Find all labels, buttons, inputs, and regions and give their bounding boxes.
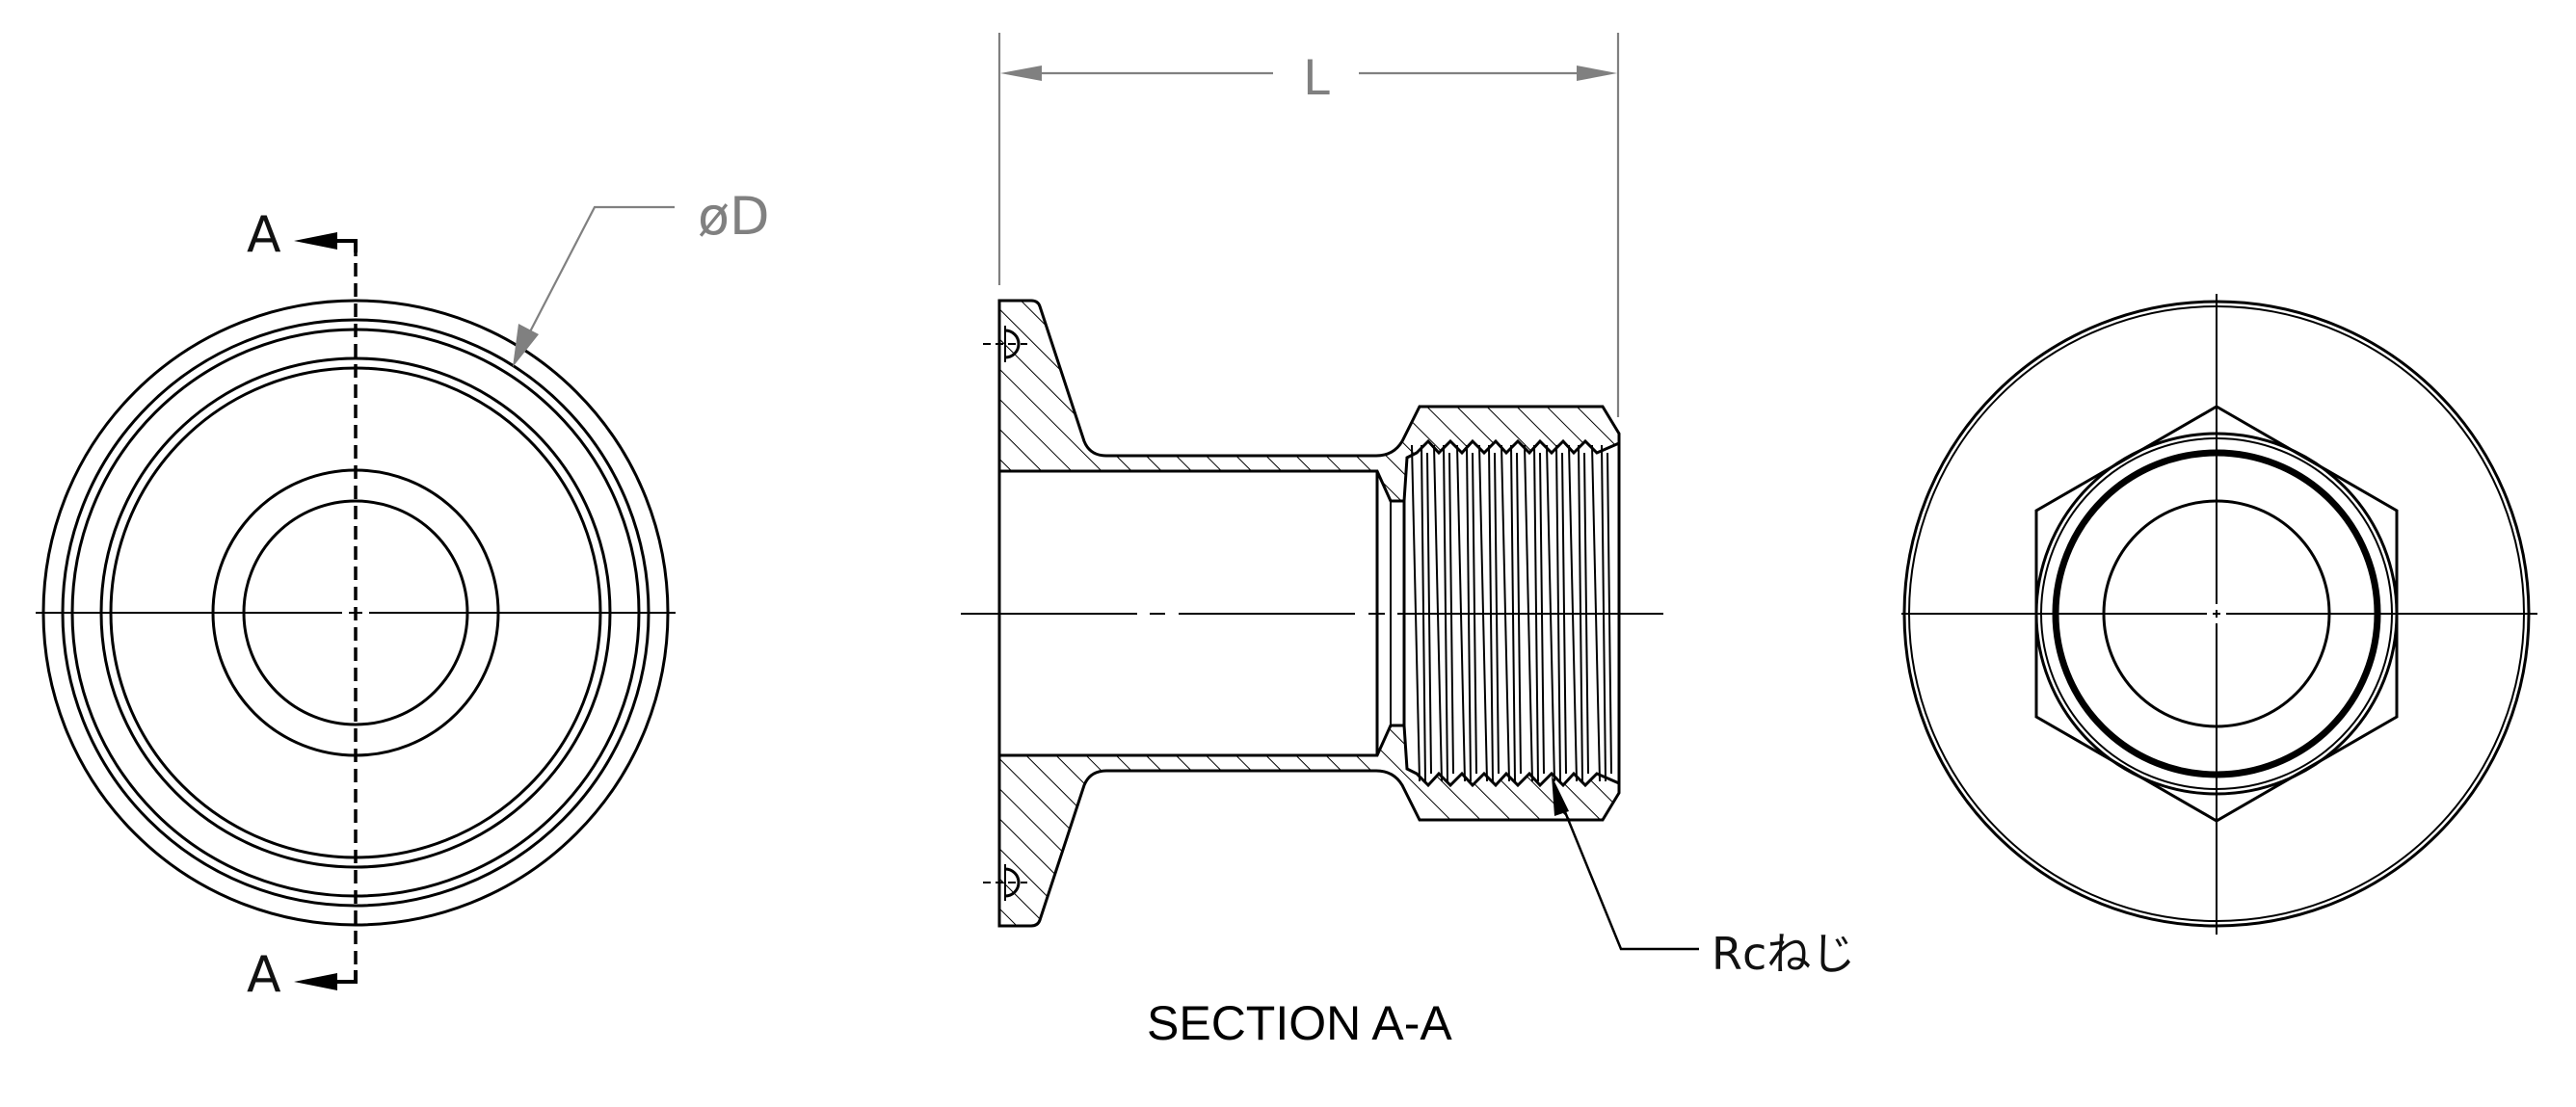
thread-callout-label: Rcねじ — [1712, 928, 1855, 980]
diameter-arrow-icon — [513, 324, 539, 367]
section-title: SECTION A-A — [1147, 996, 1452, 1050]
section-arrow-bottom-icon — [294, 973, 337, 990]
end-center-lines — [1901, 294, 2537, 935]
dimension-arrow-left-icon — [1000, 66, 1042, 81]
front-view: A A øD — [36, 186, 770, 1004]
clamp-groove-top — [983, 326, 1027, 362]
section-arrow-top-icon — [294, 232, 337, 250]
diameter-dimension: øD — [513, 186, 770, 367]
section-cutting-line: A A — [247, 206, 358, 1004]
section-view: L — [961, 33, 1855, 1050]
end-view — [1901, 294, 2537, 935]
section-mark-top: A — [247, 206, 281, 264]
thread-leader-arrow-icon — [1552, 776, 1569, 816]
clamp-groove-bottom — [983, 864, 1027, 901]
diameter-label: øD — [698, 186, 770, 247]
section-body-upper — [997, 299, 1621, 503]
thread-callout: Rcねじ — [1552, 776, 1855, 980]
length-dimension: L — [997, 33, 1620, 417]
section-body-lower — [997, 724, 1621, 928]
section-mark-bottom: A — [247, 946, 281, 1004]
length-label: L — [1303, 50, 1330, 106]
dimension-arrow-right-icon — [1577, 66, 1617, 81]
